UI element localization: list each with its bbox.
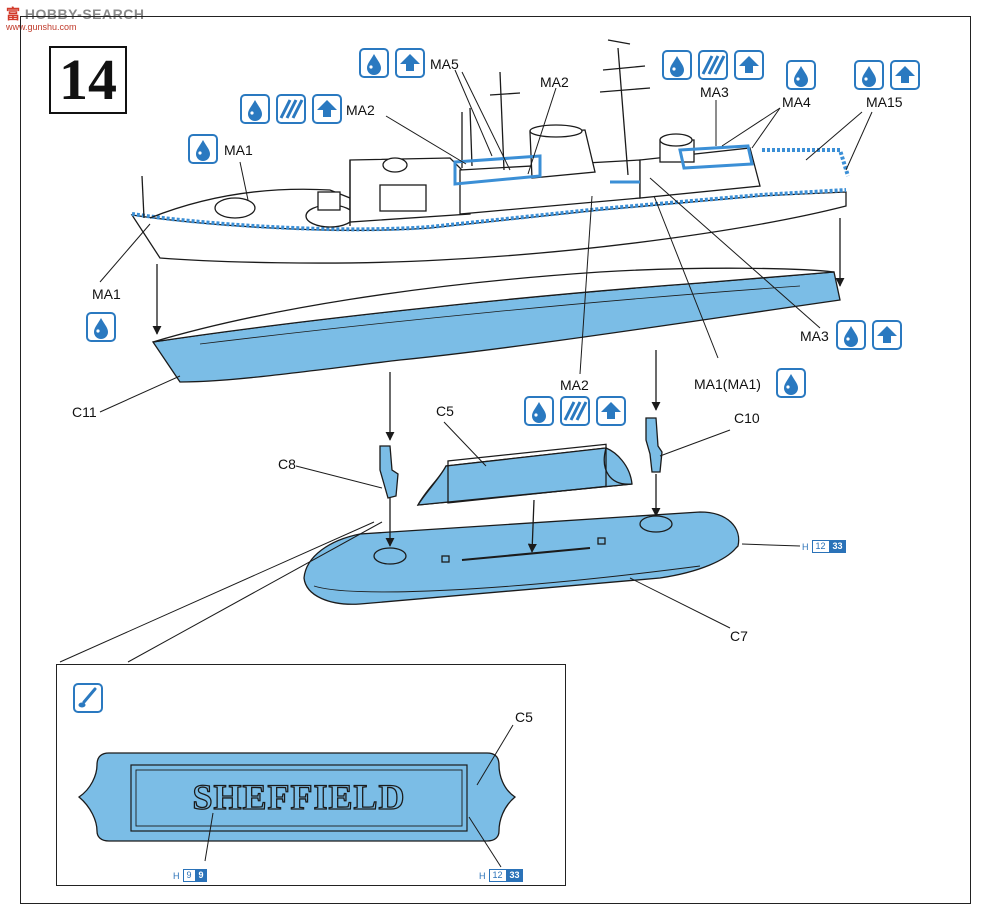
- paint-drop-icon: [786, 60, 816, 90]
- arrow-up-icon: [395, 48, 425, 78]
- label-c5-inset: C5: [515, 709, 533, 725]
- paint-drop-icon: [836, 320, 866, 350]
- support-c8: [379, 445, 399, 499]
- paint-drop-icon: [662, 50, 692, 80]
- upper-hull: [130, 39, 850, 264]
- label-c7: C7: [730, 628, 748, 644]
- arrow-up-icon: [872, 320, 902, 350]
- label-c11: C11: [72, 404, 97, 420]
- page-frame: [20, 16, 971, 904]
- stripe-pattern-icon: [560, 396, 590, 426]
- stripe-pattern-icon: [698, 50, 728, 80]
- label-ma3-top: MA3: [700, 84, 729, 100]
- lower-hull-c11: [151, 267, 841, 383]
- step-number: 14: [59, 47, 117, 112]
- arrow-up-icon: [312, 94, 342, 124]
- label-ma2-mid: MA2: [560, 377, 589, 393]
- label-ma2-left: MA2: [346, 102, 375, 118]
- assembly-arrows: [152, 218, 845, 553]
- label-ma4: MA4: [782, 94, 811, 110]
- brush-icon: [73, 683, 103, 713]
- label-ma1-left: MA1: [92, 286, 121, 302]
- paint-drop-icon: [240, 94, 270, 124]
- label-ma15: MA15: [866, 94, 903, 110]
- label-ma5: MA5: [430, 56, 459, 72]
- watermark-site: www.gunshu.com: [6, 22, 77, 32]
- stripe-pattern-icon: [276, 94, 306, 124]
- label-c5: C5: [436, 403, 454, 419]
- nameplate-c5: [416, 443, 633, 506]
- label-ma1-ma1: MA1(MA1): [694, 376, 761, 392]
- paint-drop-icon: [524, 396, 554, 426]
- paint-drop-icon: [86, 312, 116, 342]
- arrow-up-icon: [596, 396, 626, 426]
- arrow-up-icon: [890, 60, 920, 90]
- step-number-box: 14: [49, 46, 127, 114]
- label-ma3-right: MA3: [800, 328, 829, 344]
- label-c8: C8: [278, 456, 296, 472]
- leader-lines: [59, 69, 873, 663]
- label-c10: C10: [734, 410, 760, 426]
- label-ma2-top: MA2: [540, 74, 569, 90]
- arrow-up-icon: [734, 50, 764, 80]
- paint-drop-icon: [359, 48, 389, 78]
- stand-base-c7: [303, 511, 740, 605]
- paint-drop-icon: [188, 134, 218, 164]
- nameplate-lettering: SHEFFIELD: [192, 777, 405, 817]
- support-c10: [645, 417, 663, 473]
- label-ma1-top: MA1: [224, 142, 253, 158]
- paint-drop-icon: [854, 60, 884, 90]
- nameplate-detail: SHEFFIELD: [77, 724, 517, 868]
- watermark-brand: 富 HOBBY-SEARCH: [6, 6, 145, 22]
- paint-drop-icon: [776, 368, 806, 398]
